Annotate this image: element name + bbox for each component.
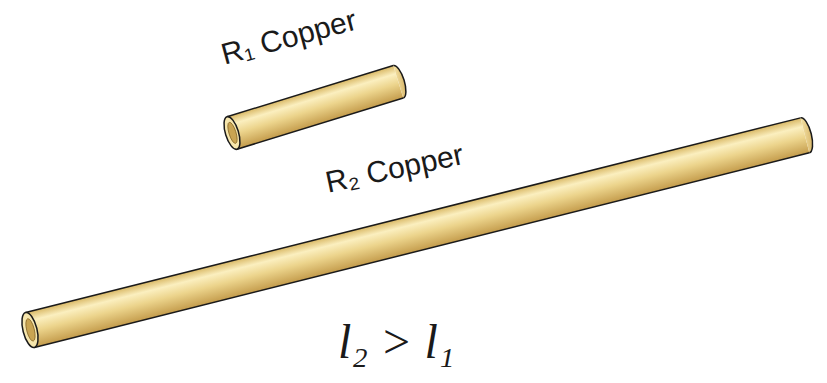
- part-label: R₁ Copper: [218, 5, 360, 70]
- copper-rod-short: [221, 64, 409, 151]
- length-comparison: l₂ > l₁: [338, 318, 454, 366]
- part-label: R₂ Copper: [323, 139, 466, 197]
- copper-rod-long: [19, 116, 816, 349]
